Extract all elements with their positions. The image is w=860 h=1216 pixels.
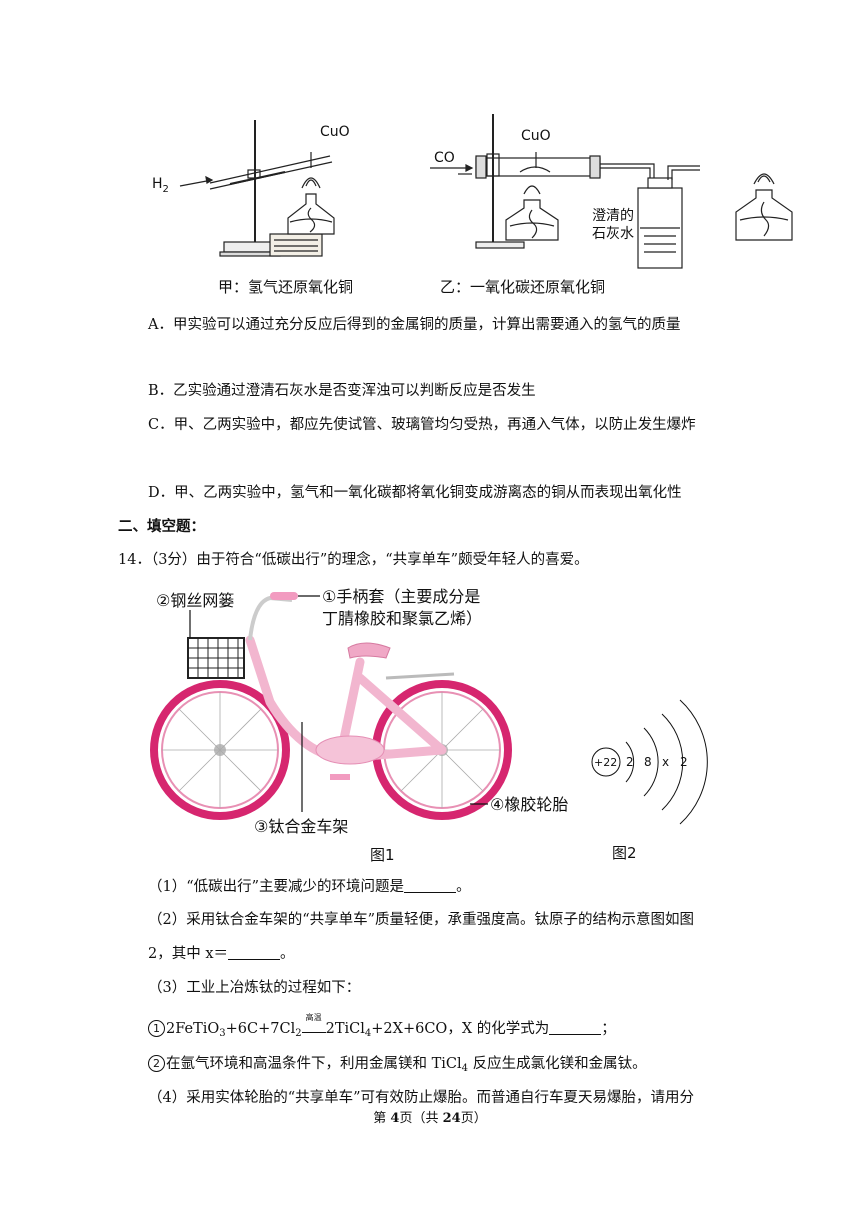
- step-number-2: 2: [148, 1055, 165, 1072]
- nucleus-charge: +22: [594, 756, 617, 769]
- apparatus-figure: CuO H2 甲：氢气还原氧化铜 Cu: [152, 114, 700, 296]
- question-14-stem: 14．（3分）由于符合“低碳出行”的理念，“共享单车”颇受年轻人的喜爱。: [118, 552, 589, 568]
- yi-apparatus: [430, 114, 700, 269]
- titanium-atom-diagram: +22 2 8 x 2 图2: [591, 699, 708, 862]
- jia-caption: 甲：氢气还原氧化铜: [218, 278, 353, 296]
- reaction-condition: 高温: [301, 1013, 326, 1033]
- yi-burner-right: [735, 173, 793, 241]
- shell-3: x: [662, 755, 669, 769]
- label-basket: ②钢丝网篓: [156, 591, 234, 610]
- co-label: CO: [434, 150, 455, 166]
- sub-question-4: （4）采用实体轮胎的“共享单车”可有效防止爆胎。而普通自行车夏天易爆胎，请用分: [148, 1090, 695, 1106]
- sub-question-3: （3）工业上冶炼钛的过程如下：: [148, 980, 361, 996]
- sub-question-2-line-2: 2，其中 x＝。: [148, 945, 295, 962]
- shell-2: 8: [644, 755, 652, 769]
- page-footer: 第 4页（共 24页）: [373, 1111, 487, 1126]
- page-total: 24: [442, 1111, 461, 1126]
- section-title: 二、填空题：: [118, 518, 205, 535]
- fig2-caption: 图2: [612, 844, 637, 862]
- cuo-label-jia: CuO: [320, 124, 350, 140]
- jia-apparatus: [179, 120, 335, 257]
- answer-blank-2[interactable]: [228, 945, 281, 960]
- option-d: D．甲、乙两实验中，氢气和一氧化碳都将氧化铜变成游离态的铜从而表现出氧化性: [148, 485, 682, 501]
- option-c: C．甲、乙两实验中，都应先使试管、玻璃管均匀受热，再通入气体，以防止发生爆炸: [148, 417, 696, 433]
- limewater-label-2: 石灰水: [592, 226, 634, 242]
- step-number-1: 1: [148, 1020, 165, 1037]
- shell-1: 2: [626, 755, 634, 769]
- sub-question-1: （1）“低碳出行”主要减少的环境问题是。: [148, 878, 471, 895]
- label-frame: ③钛合金车架: [254, 817, 348, 836]
- cuo-label-yi: CuO: [521, 128, 551, 144]
- label-grip-2: 丁腈橡胶和聚氯乙烯）: [322, 609, 482, 628]
- option-a: A．甲实验可以通过充分反应后得到的金属铜的质量，计算出需要通入的氢气的质量: [148, 317, 681, 333]
- bicycle-figure: ②钢丝网篓 ①手柄套（主要成分是 丁腈橡胶和聚氯乙烯） ③钛合金车架 ④橡胶轮胎…: [150, 587, 708, 864]
- h2-label: H2: [152, 176, 169, 195]
- bicycle-drawing: [150, 592, 512, 820]
- label-grip-1: ①手柄套（主要成分是: [322, 587, 480, 606]
- fig1-caption: 图1: [370, 846, 395, 864]
- answer-blank-1[interactable]: [404, 878, 457, 893]
- label-tire: ④橡胶轮胎: [490, 795, 568, 814]
- shell-4: 2: [680, 755, 688, 769]
- limewater-label-1: 澄清的: [592, 208, 634, 224]
- sub-question-2-line-1: （2）采用钛合金车架的“共享单车”质量轻便，承重强度高。钛原子的结构示意图如图: [148, 912, 695, 928]
- yi-caption: 乙：一氧化碳还原氧化铜: [440, 278, 605, 296]
- option-b: B．乙实验通过澄清石灰水是否变浑浊可以判断反应是否发生: [148, 383, 536, 399]
- answer-blank-3[interactable]: [549, 1020, 602, 1035]
- page-number: 4: [390, 1111, 400, 1126]
